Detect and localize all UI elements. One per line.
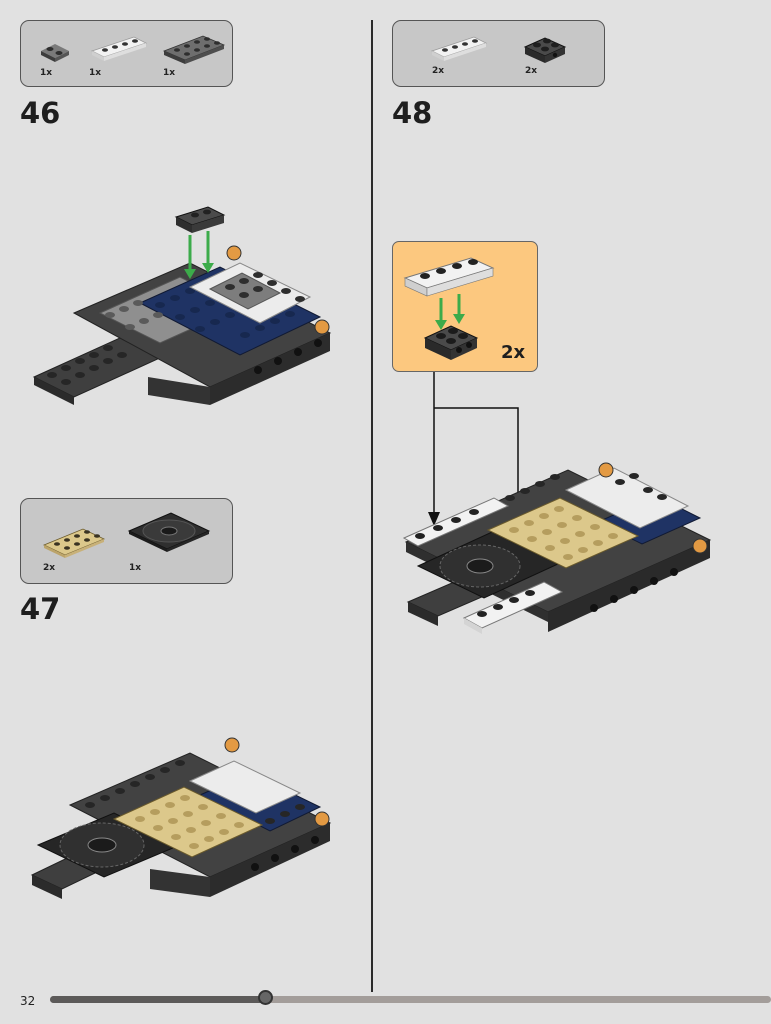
step-46-parts-box: 1x 1x 1x — [20, 20, 233, 87]
part-black-brick-2x2-icon — [523, 37, 567, 63]
column-divider — [371, 20, 373, 992]
part-white-plate-1x4-icon — [90, 36, 148, 61]
progress-bar-knob — [257, 990, 273, 1005]
step-46-part-3-qty: 1x — [163, 68, 176, 78]
progress-bar — [50, 990, 771, 1005]
step-46-part-1-qty: 1x — [40, 68, 53, 78]
part-white-plate-1x4-icon — [430, 36, 488, 61]
page-number: 32 — [20, 994, 36, 1008]
step-47-parts-box: 2x 1x — [20, 498, 233, 584]
step-47-model-illustration — [30, 737, 332, 899]
subassembly-illustration — [403, 257, 495, 360]
step-47-number: 47 — [20, 592, 61, 626]
progress-bar-fill — [50, 996, 266, 1003]
part-tan-plate-2x4-icon — [43, 528, 105, 558]
step-46-number: 46 — [20, 96, 61, 130]
part-dark-gray-plate-2x4-icon — [162, 35, 226, 64]
step-47-part-2-qty: 1x — [129, 563, 142, 573]
part-black-round-tile-4x4-icon — [127, 512, 211, 552]
step-47-part-1-qty: 2x — [43, 563, 56, 573]
step-48-part-2-qty: 2x — [525, 66, 538, 76]
step-48-number: 48 — [392, 96, 433, 130]
part-dark-gray-plate-1x2-icon — [41, 44, 69, 62]
callout-quantity: 2x — [501, 342, 526, 363]
step-48-part-1-qty: 2x — [432, 66, 445, 76]
step-48-parts-box: 2x 2x — [392, 20, 605, 87]
step-48-subassembly-callout: 2x — [392, 241, 538, 372]
step-46-model-illustration — [32, 206, 332, 405]
step-48-model-illustration — [402, 372, 712, 634]
step-46-part-2-qty: 1x — [89, 68, 102, 78]
